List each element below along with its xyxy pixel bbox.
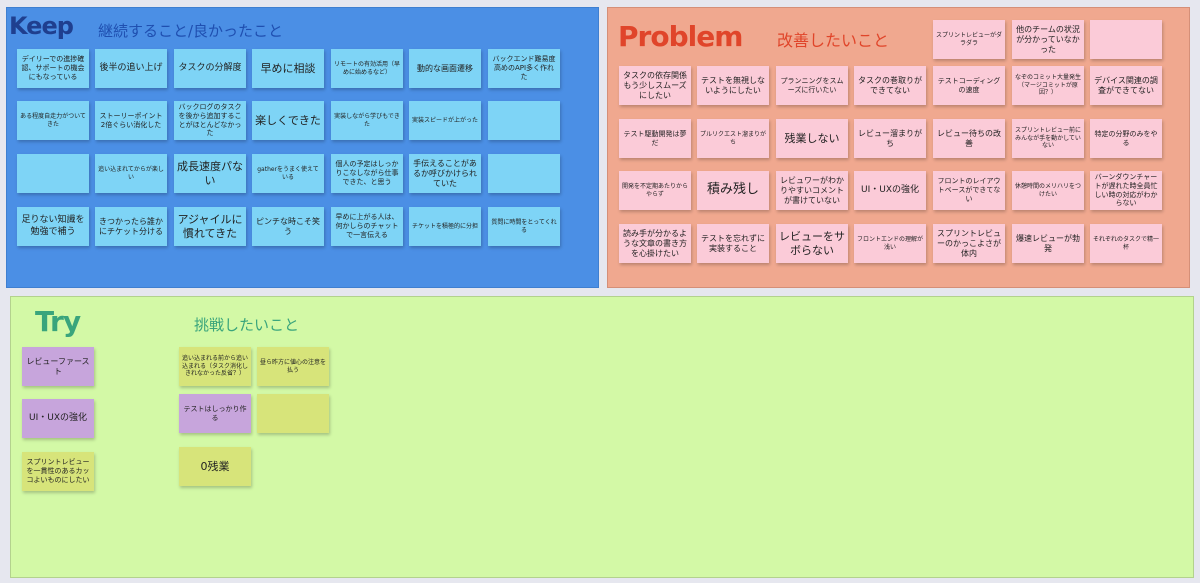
problem-note[interactable]: フロントのレイアウトベースができてない [933,171,1005,210]
problem-note[interactable]: UI・UXの強化 [854,171,926,210]
keep-note[interactable]: 足りない知識を勉強で補う [17,207,89,246]
problem-note[interactable]: レビュー待ちの改善 [933,119,1005,158]
try-note[interactable]: スプリントレビューを一貫性のあるカッコよいものにしたい [22,452,94,491]
keep-title: Keep [9,12,74,40]
keep-subtitle: 継続すること/良かったこと [98,22,284,40]
problem-note[interactable]: スプリントレビューのかっこよさが体内 [933,224,1005,263]
try-note[interactable]: テストはしっかり作る [179,394,251,433]
problem-note[interactable]: タスクの巻取りができてない [854,66,926,105]
problem-note[interactable]: レビューをサボらない [776,224,848,263]
problem-board[interactable]: Problem 改善したいこと スプリントレビューがダラダラ 他のチームの状況が… [607,7,1190,288]
problem-note[interactable]: フロントエンドの理解が浅い [854,224,926,263]
keep-note[interactable]: 実装スピードが上がった [409,101,481,140]
problem-note[interactable]: プランニングをスムーズに行いたい [776,66,848,105]
try-note[interactable] [257,394,329,433]
problem-note[interactable] [1090,20,1162,59]
keep-note[interactable]: 個人の予定はしっかりこなしながら仕事できた、と思う [331,154,403,193]
problem-note[interactable]: 積み残し [697,171,769,210]
try-note[interactable]: 0残業 [179,447,251,486]
keep-note[interactable]: バックログのタスクを後から追加することがほとんどなかった [174,101,246,140]
try-note[interactable]: UI・UXの強化 [22,399,94,438]
keep-note[interactable]: 実装しながら学びもできた [331,101,403,140]
problem-note[interactable]: 読み手が分かるような文章の書き方を心掛けたい [619,224,691,263]
problem-title: Problem [618,20,743,53]
keep-note[interactable]: 質問に時間をとってくれる [488,207,560,246]
problem-note[interactable]: バーンダウンチャートが遅れた時全員忙しい時の対応がわからない [1090,171,1162,210]
keep-note[interactable]: 成長速度パない [174,154,246,193]
keep-note[interactable]: gatherをうまく使えている [252,154,324,193]
problem-note[interactable]: テストを忘れずに実装すること [697,224,769,263]
keep-note[interactable]: 早めに相談 [252,49,324,88]
keep-note[interactable]: バックエンド難易度高めのAPI多く作れた [488,49,560,88]
problem-note[interactable]: 開発を不定期あたりからやらず [619,171,691,210]
problem-note[interactable]: プルリクエスト溜まりがち [697,119,769,158]
problem-note[interactable]: 爆速レビューが勃発 [1012,224,1084,263]
keep-note[interactable]: デイリーでの進捗確認、サポートの機会にもなっている [17,49,89,88]
problem-note[interactable]: なぞのコミット大量発生（マージコミットが原因？） [1012,66,1084,105]
problem-note[interactable]: テストコーディングの速度 [933,66,1005,105]
keep-note[interactable]: 動的な画面遷移 [409,49,481,88]
problem-note[interactable]: 他のチームの状況が分かっていなかった [1012,20,1084,59]
problem-note[interactable]: テスト駆動開発は夢だ [619,119,691,158]
problem-note[interactable]: 休憩時間のメリハリをつけたい [1012,171,1084,210]
try-subtitle: 挑戦したいこと [194,316,300,334]
keep-note[interactable]: きつかったら誰かにチケット分ける [95,207,167,246]
keep-note[interactable]: 後半の追い上げ [95,49,167,88]
try-note[interactable]: 昼ら昨方に値心の注意を払う [257,347,329,386]
problem-note[interactable]: 特定の分野のみをやる [1090,119,1162,158]
try-note[interactable]: 追い込まれる前から追い込まれる（タスク消化しきれなかった反省？） [179,347,251,386]
keep-note[interactable]: 手伝えることがあるか呼びかけられていた [409,154,481,193]
problem-note[interactable]: レビュワーがわかりやすいコメントが書けていない [776,171,848,210]
problem-note[interactable]: レビュー溜まりがち [854,119,926,158]
keep-note[interactable] [488,154,560,193]
problem-note[interactable]: スプリントレビュー前にみんなが手を動かしていない [1012,119,1084,158]
keep-note[interactable]: ある程度自走力がついてきた [17,101,89,140]
problem-note[interactable]: 残業しない [776,119,848,158]
keep-note[interactable]: 楽しくできた [252,101,324,140]
try-board[interactable]: Try 挑戦したいこと レビューファースト UI・UXの強化 スプリントレビュー… [10,296,1194,578]
keep-note[interactable]: リモートの有効活用（早めに始めるなど） [331,49,403,88]
keep-note[interactable]: 追い込まれてからが楽しい [95,154,167,193]
try-note[interactable]: レビューファースト [22,347,94,386]
problem-note[interactable]: それぞれのタスクで精一杯 [1090,224,1162,263]
problem-note[interactable]: スプリントレビューがダラダラ [933,20,1005,59]
keep-note[interactable]: ピンチな時こそ笑う [252,207,324,246]
keep-note[interactable]: チケットを積極的に分担 [409,207,481,246]
problem-subtitle: 改善したいこと [777,31,890,50]
keep-note[interactable] [17,154,89,193]
keep-note[interactable]: ストーリーポイント2倍ぐらい消化した [95,101,167,140]
try-title: Try [35,305,81,338]
keep-note[interactable]: アジャイルに慣れてきた [174,207,246,246]
keep-board[interactable]: Keep 継続すること/良かったこと デイリーでの進捗確認、サポートの機会にもな… [6,7,599,288]
keep-note[interactable]: タスクの分解度 [174,49,246,88]
problem-note[interactable]: テストを無視しないようにしたい [697,66,769,105]
keep-note[interactable]: 早めに上がる人は、何かしらのチャットで一言伝える [331,207,403,246]
problem-note[interactable]: タスクの依存関係もう少しスムーズにしたい [619,66,691,105]
problem-note[interactable]: デバイス関連の調査ができてない [1090,66,1162,105]
keep-note[interactable] [488,101,560,140]
